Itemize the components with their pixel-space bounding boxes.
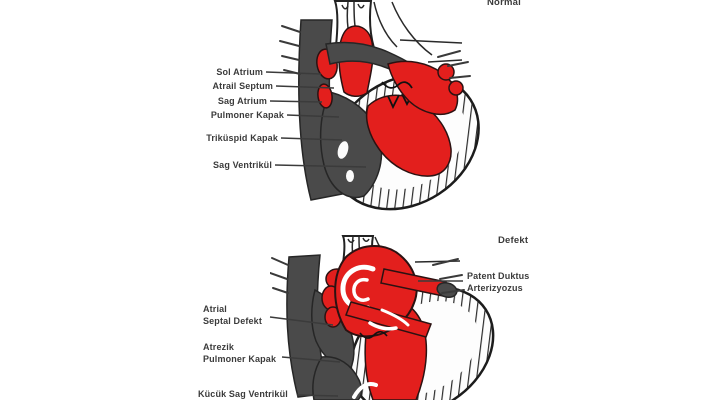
label-atrezik-pulmoner-kapak: Atrezik Pulmoner Kapak (203, 341, 276, 365)
right-atrium-dark-region (311, 288, 378, 400)
label-line: Atrezik (203, 342, 235, 352)
figure-title-normal: Normal (487, 0, 521, 8)
label-line: Atrial (203, 304, 227, 314)
small-right-ventricle-region (312, 356, 363, 400)
figure-title-defekt: Defekt (498, 235, 529, 246)
label-pulmoner-kapak: Pulmoner Kapak (210, 110, 284, 120)
descending-vessel (345, 301, 432, 338)
label-patent-duktus: Patent Duktus Arterizyozus (467, 270, 529, 294)
label-line: Patent Duktus (467, 271, 530, 281)
label-sol-atrium: Sol Atrium (216, 67, 263, 77)
label-atrail-septum: Atrail Septum (212, 81, 273, 91)
label-line: Arterizyozus (467, 283, 523, 293)
normal-heart-illustration (279, 0, 480, 211)
label-kucuk-sag-ventrikul: Kücük Sag Ventrikül (198, 389, 288, 399)
label-atrial-septal-defekt: Atrial Septal Defekt (203, 303, 262, 327)
label-sag-ventrikul: Sag Ventrikül (213, 160, 272, 170)
aorta-and-atria (316, 25, 471, 116)
label-trikuspid-kapak: Triküspid Kapak (206, 133, 278, 143)
defekt-heart-illustration (270, 235, 495, 400)
label-line: Septal Defekt (203, 316, 262, 326)
aortic-curl-and-vessels (321, 245, 465, 339)
label-sag-atrium: Sag Atrium (217, 96, 267, 106)
label-line: Pulmoner Kapak (203, 354, 277, 364)
